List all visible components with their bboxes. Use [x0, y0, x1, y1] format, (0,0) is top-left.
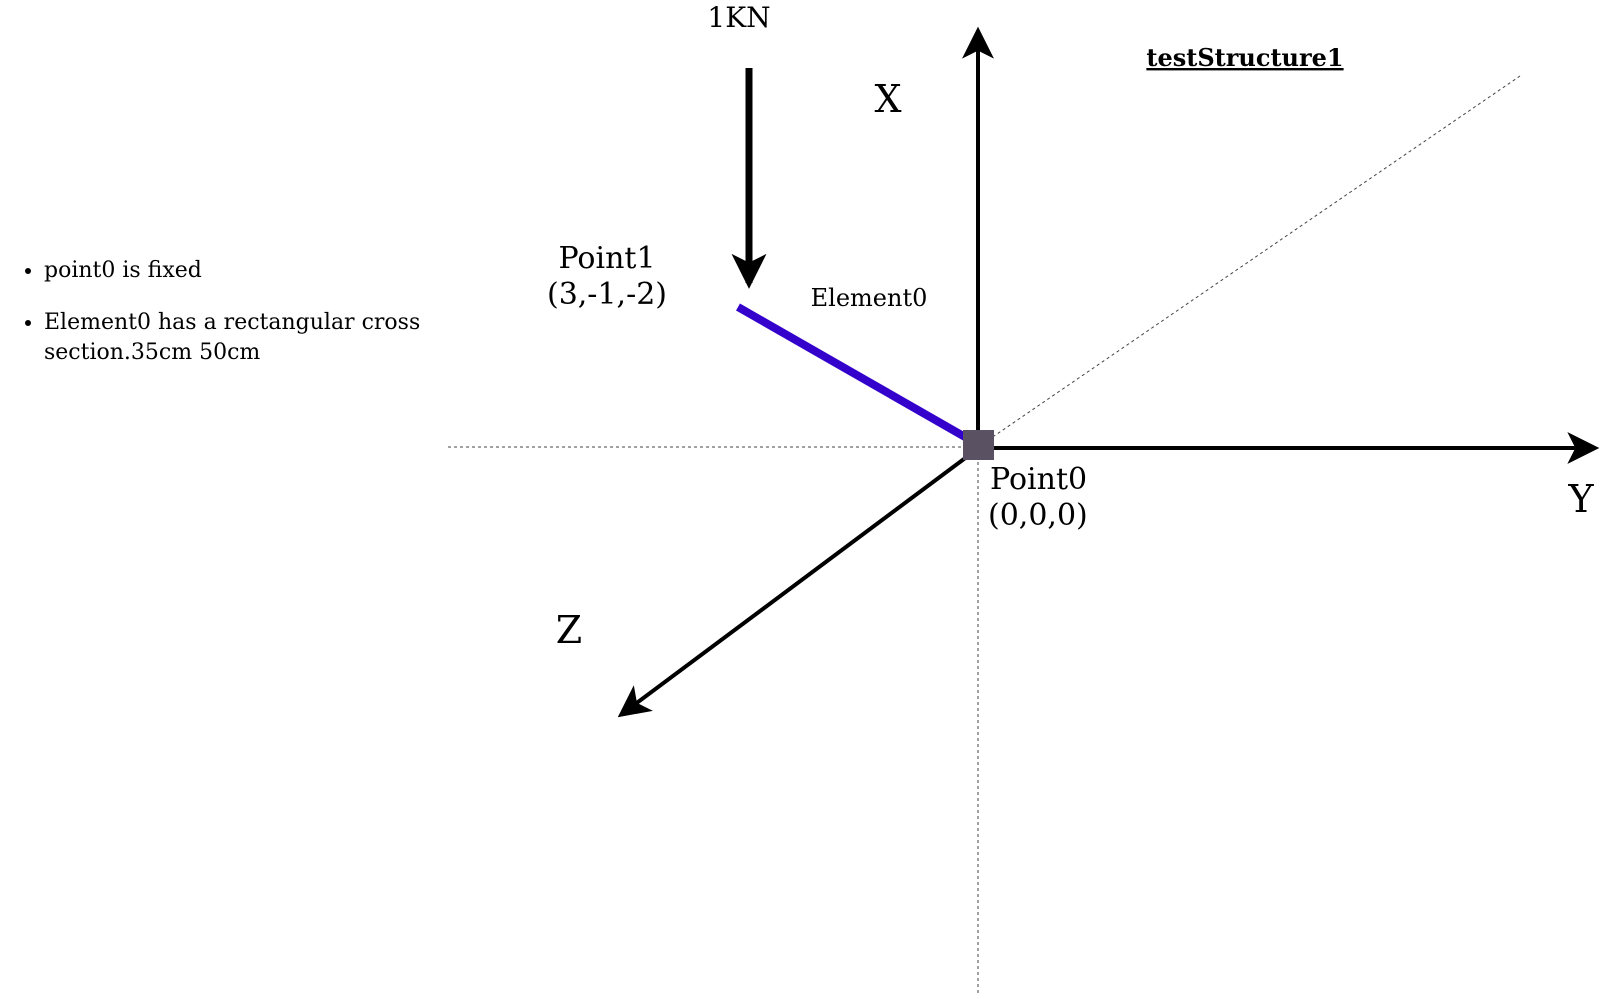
point1-name: Point1 — [558, 241, 655, 276]
z-axis — [617, 451, 974, 718]
element0-beam — [736, 303, 974, 445]
point0-name: Point0 — [990, 462, 1087, 497]
load-label: 1KN — [707, 1, 770, 34]
element0-label: Element0 — [811, 284, 928, 312]
z-axis-label: Z — [556, 608, 582, 652]
notes-list: point0 is fixed Element0 has a rectangul… — [20, 256, 514, 390]
point0-node — [963, 430, 994, 460]
note-item: point0 is fixed — [44, 256, 514, 286]
point0-coords: (0,0,0) — [988, 498, 1088, 533]
y-axis-label: Y — [1567, 477, 1594, 521]
x-axis-label: X — [874, 77, 901, 121]
note-item: Element0 has a rectangular cross section… — [44, 308, 514, 368]
diagram-title: testStructure1 — [1146, 43, 1343, 72]
point1-coords: (3,-1,-2) — [547, 277, 667, 312]
guide-line-diagonal — [977, 75, 1521, 448]
